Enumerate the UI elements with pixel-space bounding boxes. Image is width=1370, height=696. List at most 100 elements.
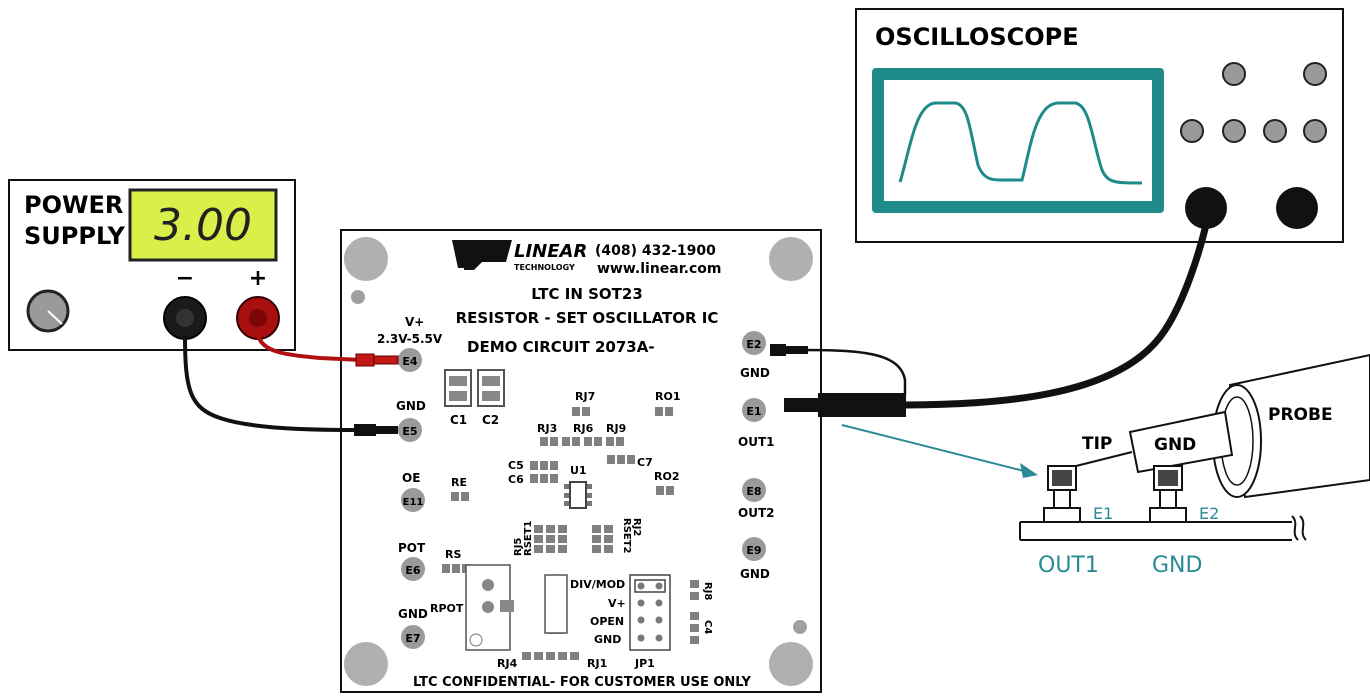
scope-cable: [904, 224, 1210, 409]
rj1-label: RJ1: [587, 657, 607, 670]
rpot-label: RPOT: [430, 602, 464, 615]
open-label: OPEN: [590, 615, 624, 628]
detail-arrow: [841, 424, 1029, 473]
ro2-label: RO2: [654, 470, 679, 483]
rj4-label: RJ4: [497, 657, 518, 670]
terminal-e6[interactable]: [401, 557, 425, 581]
red-clip: [355, 353, 375, 367]
oscilloscope-knob[interactable]: [1222, 62, 1246, 86]
mounting-hole: [769, 237, 813, 281]
out1-label: OUT1: [738, 435, 774, 449]
rj3-label: RJ3: [537, 422, 557, 435]
wires: [183, 224, 1210, 436]
board-line3: DEMO CIRCUIT 2073A-: [467, 338, 655, 356]
oscilloscope-waveform: [898, 101, 1143, 185]
gnd-e7-label: GND: [398, 607, 428, 621]
jumper-jp1[interactable]: [629, 574, 671, 651]
detail-e2-label: E2: [1199, 504, 1219, 523]
power-supply-title-line1: POWER: [24, 191, 123, 219]
u1-label: U1: [570, 464, 587, 477]
oscilloscope-knob[interactable]: [1303, 119, 1327, 143]
terminal-e7[interactable]: [401, 625, 425, 649]
terminal-e5-label: E5: [402, 425, 417, 438]
logo-text: LINEAR: [514, 241, 587, 262]
jp1-label: JP1: [634, 657, 655, 670]
detail-out1-label: OUT1: [1038, 553, 1099, 578]
rj2-label: RJ2: [631, 518, 642, 536]
c4-label: C4: [702, 620, 713, 634]
c7-label: C7: [637, 456, 653, 469]
capacitor-c2: [477, 369, 505, 407]
gnd-e2-label: GND: [740, 366, 770, 380]
gnd-e9-label: GND: [740, 567, 770, 581]
oe-label: OE: [402, 471, 420, 485]
oscilloscope-knob[interactable]: [1222, 119, 1246, 143]
detail-e1-label: E1: [1093, 504, 1113, 523]
detail-gnd-label: GND: [1152, 553, 1202, 578]
terminal-e2[interactable]: [742, 331, 766, 355]
oscilloscope-input-jack-2[interactable]: [1276, 187, 1318, 229]
potentiometer-rpot: [465, 564, 514, 651]
power-supply-title-line2: SUPPLY: [24, 222, 126, 250]
terminal-e2-label: E2: [746, 338, 761, 351]
probe-gnd-ring-label: GND: [1154, 435, 1196, 455]
c5-label: C5: [508, 459, 524, 472]
terminal-e8[interactable]: [742, 478, 766, 502]
board-website: www.linear.com: [597, 261, 721, 277]
power-supply: POWER SUPPLY 3.00 − +: [8, 179, 296, 351]
linear-logo: LINEAR TECHNOLOGY: [452, 240, 587, 272]
oscilloscope-knob[interactable]: [1303, 62, 1327, 86]
gnd-jp-label: GND: [594, 633, 621, 646]
power-supply-plus-label: +: [249, 266, 267, 291]
scope-ground-lead: [770, 348, 907, 395]
scope-probe-body: [818, 393, 906, 417]
mounting-hole: [344, 642, 388, 686]
terminal-e11[interactable]: [401, 488, 425, 512]
oscilloscope-input-jack[interactable]: [1185, 187, 1227, 229]
terminal-e9-label: E9: [746, 544, 761, 557]
probe-label: PROBE: [1268, 405, 1333, 425]
probe-detail: PROBE GND TIP E1 E2 OUT1 GND: [841, 353, 1370, 578]
ic-u1: [564, 481, 592, 509]
board-phone: (408) 432-1900: [595, 243, 716, 259]
board-footer: LTC CONFIDENTIAL- FOR CUSTOMER USE ONLY: [413, 675, 751, 690]
power-supply-minus-label: −: [176, 266, 194, 291]
oscilloscope-knob[interactable]: [1180, 119, 1204, 143]
power-supply-display: [128, 188, 278, 262]
rj7-label: RJ7: [575, 390, 595, 403]
rj9-label: RJ9: [606, 422, 626, 435]
red-wire: [256, 334, 363, 362]
oscilloscope-title: OSCILLOSCOPE: [875, 23, 1079, 51]
terminal-e4[interactable]: [398, 348, 422, 372]
terminal-e5[interactable]: [398, 418, 422, 442]
oscilloscope-knobs: [1180, 62, 1327, 143]
terminal-e1[interactable]: [742, 398, 766, 422]
board-line1: LTC IN SOT23: [531, 285, 643, 303]
gnd-e5-label: GND: [396, 399, 426, 413]
terminal-e9[interactable]: [742, 537, 766, 561]
terminal-e6-label: E6: [405, 564, 421, 577]
turret-e2[interactable]: [1149, 465, 1187, 523]
terminal-e8-label: E8: [746, 485, 761, 498]
vplus-label: V+: [405, 315, 424, 329]
ro1-label: RO1: [655, 390, 680, 403]
capacitor-c1: [444, 369, 472, 407]
smd-pads: [442, 407, 699, 660]
turret-e1[interactable]: [1043, 465, 1081, 523]
vplus-range: 2.3V-5.5V: [377, 332, 443, 346]
out2-label: OUT2: [738, 506, 774, 520]
c2-label: C2: [482, 413, 499, 427]
div-mod-label: DIV/MOD: [570, 578, 625, 591]
black-wire: [183, 335, 357, 432]
rs-label: RS: [445, 548, 461, 561]
terminal-e11-label: E11: [403, 497, 424, 508]
logo-subtext: TECHNOLOGY: [514, 263, 575, 272]
board-line2: RESISTOR - SET OSCILLATOR IC: [456, 309, 719, 327]
vplus-jp-label: V+: [608, 597, 626, 610]
demo-board: LINEAR TECHNOLOGY (408) 432-1900 www.lin…: [340, 229, 822, 693]
terminal-e4-label: E4: [402, 355, 418, 368]
rj5-label: RJ5: [513, 538, 524, 556]
rset1-label: RSET1: [523, 520, 534, 556]
oscilloscope-knob[interactable]: [1263, 119, 1287, 143]
